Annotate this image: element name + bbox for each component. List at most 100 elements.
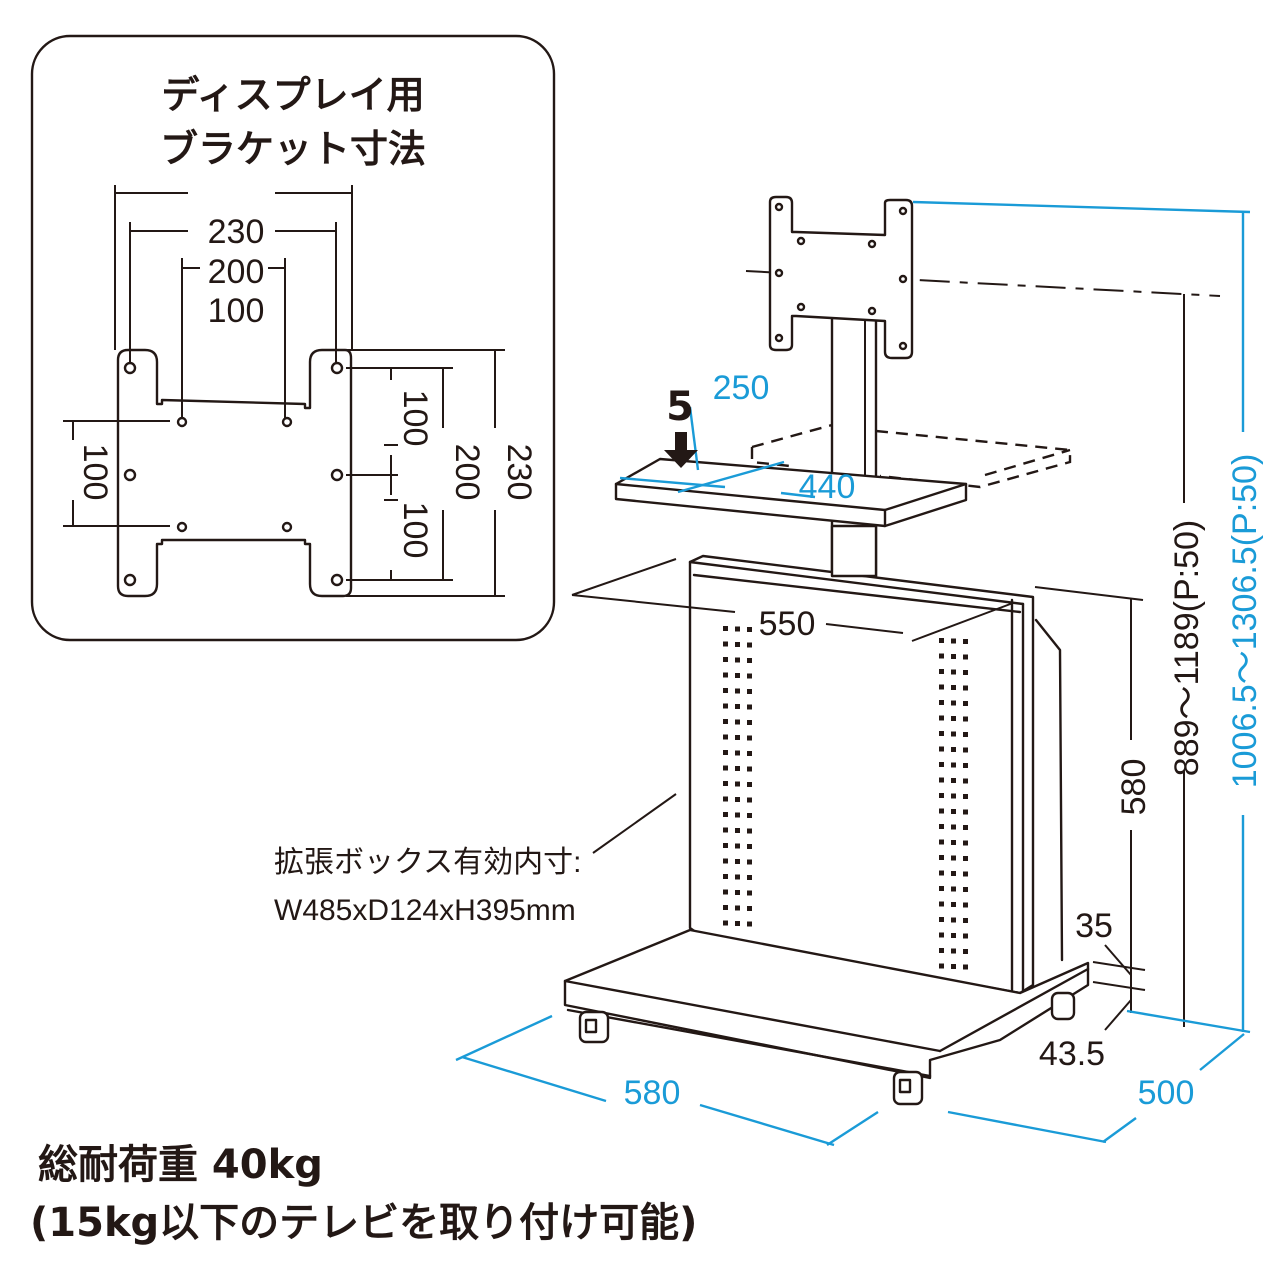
- hole-icon: [774, 333, 784, 343]
- perforation-left: [723, 626, 752, 927]
- base-top-side-edge: [938, 967, 1090, 1053]
- perforation-hole: [939, 855, 944, 860]
- perforation-hole: [747, 658, 752, 663]
- shelf-width-line-right: [780, 491, 816, 499]
- perforation-hole: [723, 734, 728, 740]
- perforation-hole: [735, 704, 740, 709]
- perforation-hole: [723, 827, 728, 833]
- perforation-hole: [963, 701, 968, 706]
- perforation-hole: [963, 794, 968, 799]
- perforation-hole: [951, 840, 956, 845]
- perforation-hole: [951, 948, 956, 954]
- hole-icon: [867, 306, 877, 316]
- perforation-hole: [963, 639, 968, 644]
- perforation-hole: [723, 812, 728, 817]
- perforation-hole: [735, 657, 740, 663]
- perforation-hole: [963, 654, 968, 660]
- perforation-hole: [939, 669, 944, 674]
- perforation-hole: [735, 719, 740, 725]
- perforation-right: [939, 638, 968, 970]
- dim-shelf-step: 5: [666, 384, 694, 430]
- dim-bracket-height-mid: 200: [448, 444, 486, 501]
- perforation-hole: [939, 932, 944, 938]
- dim-bracket-height-right-lower: 100: [396, 502, 434, 559]
- perforation-hole: [735, 781, 740, 787]
- perforation-hole: [951, 654, 956, 659]
- box-note-line1: 拡張ボックス有効内寸:: [274, 846, 581, 879]
- dim-shelf-width: 440: [799, 468, 856, 506]
- perforation-hole: [951, 716, 956, 721]
- dim-cabinet-width: 550: [759, 605, 816, 643]
- perforation-hole: [939, 715, 944, 721]
- down-arrow-icon: [664, 432, 698, 468]
- perforation-hole: [939, 808, 944, 814]
- perforation-hole: [963, 809, 968, 815]
- width-line-right: [699, 1103, 835, 1147]
- perforation-hole: [723, 843, 728, 848]
- perforation-hole: [723, 796, 728, 802]
- perforation-hole: [963, 887, 968, 892]
- dim-cabinet-height: 580: [1115, 759, 1153, 816]
- hole-icon: [774, 202, 784, 212]
- hole-icon: [796, 236, 806, 246]
- perforation-hole: [747, 642, 752, 648]
- perforation-hole: [951, 685, 956, 690]
- cabinet-width-diagonal-left: [571, 558, 677, 596]
- perforation-hole: [951, 747, 956, 752]
- stand-drawing: 1006.5～1306.5(P:50) 889～1189(P:50) 580: [274, 195, 1264, 1147]
- perforation-hole: [735, 642, 740, 647]
- hole-icon: [898, 341, 908, 351]
- dim-base-thickness: 35: [1075, 907, 1113, 945]
- perforation-hole: [735, 859, 740, 864]
- perforation-hole: [735, 905, 740, 911]
- perforation-hole: [939, 700, 944, 705]
- perforation-hole: [735, 735, 740, 740]
- perforation-hole: [747, 797, 752, 803]
- cabinet-width-diagonal: [911, 602, 1014, 642]
- caster-back-right: [1050, 991, 1076, 1021]
- shelf-width-line-left: [619, 476, 726, 489]
- perforation-hole: [723, 781, 728, 786]
- perforation-hole: [735, 874, 740, 880]
- perforation-hole: [723, 703, 728, 709]
- perforation-hole: [939, 839, 944, 845]
- inset-title-line2: ブラケット寸法: [160, 127, 426, 171]
- perforation-hole: [939, 638, 944, 643]
- perforation-hole: [747, 704, 752, 710]
- hole-icon: [330, 573, 344, 587]
- bracket-dimension-inset: ディスプレイ用 ブラケット寸法: [30, 34, 556, 642]
- dim-bracket-width-inner: 100: [208, 292, 265, 330]
- hole-icon: [898, 274, 908, 284]
- caster-front-right: [892, 1070, 924, 1106]
- perforation-hole: [735, 843, 740, 849]
- perforation-hole: [735, 828, 740, 833]
- cabinet-back-panel: [1034, 618, 1064, 962]
- cabinet-width-line-right: [825, 623, 904, 634]
- perforation-hole: [939, 777, 944, 783]
- dim-base-width: 580: [624, 1074, 681, 1112]
- dim-bracket-height-right-upper: 100: [396, 390, 434, 447]
- perforation-hole: [963, 949, 968, 954]
- width-ext-left: [455, 1014, 553, 1062]
- hole-icon: [123, 468, 137, 482]
- cabinet-width-line-left: [571, 594, 736, 613]
- shelf-alt-position: [750, 423, 1072, 489]
- perforation-hole: [747, 751, 752, 756]
- perforation-hole: [735, 750, 740, 756]
- perforation-hole: [939, 731, 944, 736]
- perforation-hole: [723, 920, 728, 926]
- perforation-hole: [963, 902, 968, 908]
- perforation-hole: [939, 746, 944, 752]
- perforation-hole: [747, 813, 752, 818]
- box-note-leader: [592, 793, 677, 854]
- perforation-hole: [939, 886, 944, 891]
- vesa-holes: [774, 202, 908, 351]
- inset-dim-lines: [63, 185, 505, 597]
- perforation-hole: [939, 901, 944, 907]
- perforation-hole: [939, 824, 944, 829]
- perforation-hole: [747, 875, 752, 880]
- perforation-hole: [723, 688, 728, 693]
- pole-lower: [830, 524, 878, 578]
- cabinet-height-top-ext: [1034, 586, 1144, 601]
- perforation-hole: [963, 871, 968, 877]
